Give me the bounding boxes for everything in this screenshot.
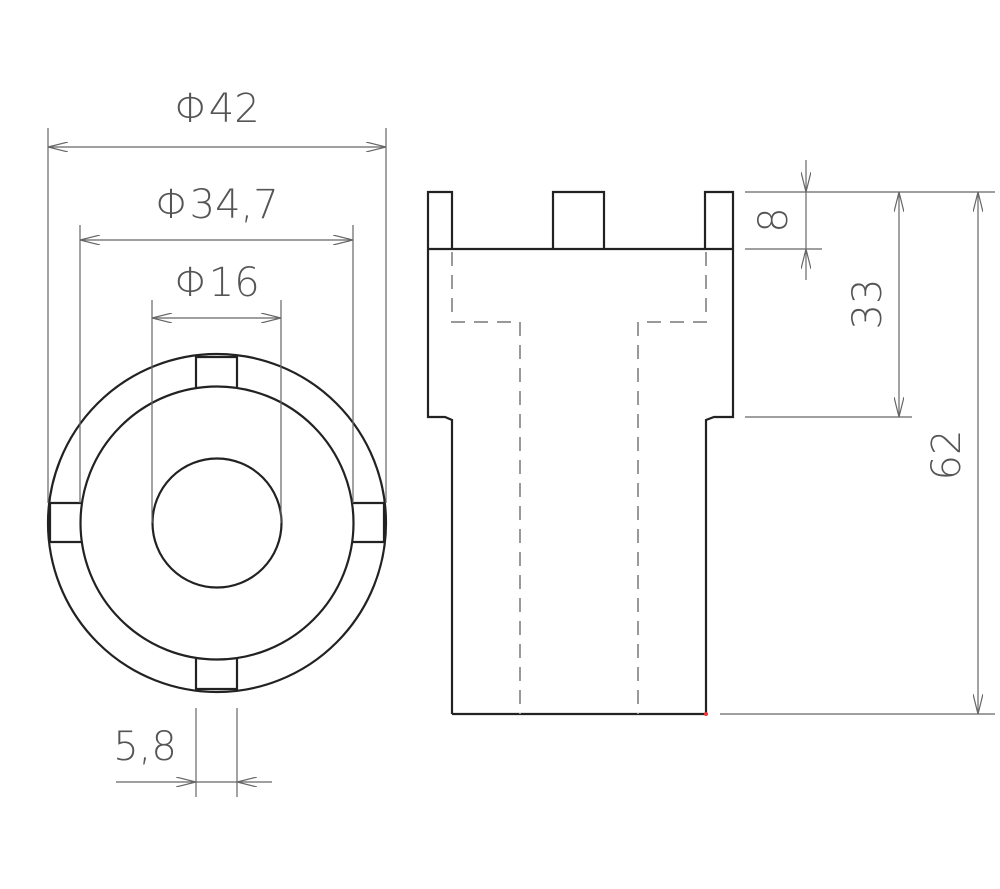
slots [48, 355, 386, 691]
dim-text-bore-diameter: Φ16 [174, 260, 259, 306]
dim-text-inner-diameter: Φ34,7 [155, 182, 278, 228]
side-view: 8 33 62 [426, 160, 995, 716]
extension-lines [47, 128, 387, 797]
dim-text-lug-height: 8 [751, 207, 797, 232]
inner-circle [79, 385, 355, 661]
dim-text-outer-diameter: Φ42 [174, 86, 259, 132]
slot-left [48, 501, 81, 544]
side-extension-lines [720, 191, 995, 715]
dim-text-counterbore-depth: 33 [845, 279, 891, 330]
slot-right [353, 501, 386, 544]
slot-bottom [194, 658, 239, 691]
bore-circle [151, 457, 283, 589]
slot-top [194, 355, 239, 388]
front-view: Φ42 Φ34,7 Φ16 5,8 [46, 86, 388, 797]
outer-circle [46, 352, 388, 694]
dim-text-slot-width: 5,8 [113, 724, 177, 770]
hidden-lines [451, 252, 707, 714]
side-outline [426, 190, 735, 716]
dim-text-total-length: 62 [924, 430, 970, 481]
point-marker [704, 712, 708, 716]
